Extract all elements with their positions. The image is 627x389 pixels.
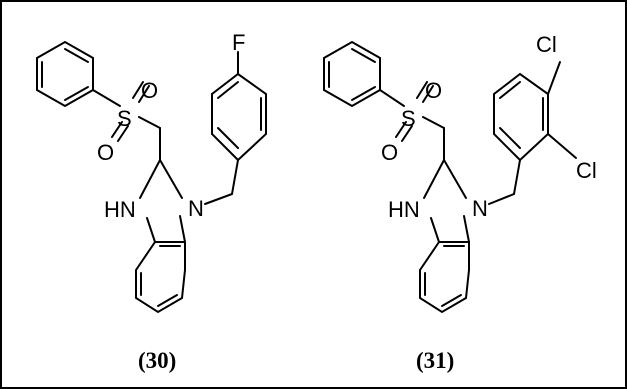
compound-31-benzyl-group — [488, 61, 577, 205]
compound-30-benzo-ring — [135, 241, 186, 314]
compound-30-n-label: N — [188, 196, 204, 221]
compound-30-sulfonyl-bonds — [111, 81, 161, 161]
compound-30-benzyl-group — [204, 51, 267, 205]
compound-30-sulfur: S — [117, 106, 132, 131]
compound-31-oxygen-top: O — [425, 78, 442, 103]
compound-31-chlorine-side: Cl — [576, 158, 597, 183]
compound-30-oxygen-bottom: O — [97, 140, 114, 165]
compound-30-nh-label: HN — [104, 197, 136, 222]
compound-31-caption: (31) — [416, 348, 454, 373]
compound-30-fluorine: F — [232, 30, 245, 55]
compound-31-oxygen-bottom: O — [381, 140, 398, 165]
compound-31-nh-label: HN — [388, 197, 420, 222]
compound-30-phenyl-ring — [36, 40, 121, 108]
compound-31-structure: O S O HN N Cl Cl (31) — [323, 32, 597, 373]
compound-30-structure: O S O HN N F (30) — [36, 30, 267, 373]
compound-31-sulfonyl-bonds — [395, 81, 445, 161]
compound-30-caption: (30) — [138, 348, 176, 373]
compound-30-oxygen-top: O — [141, 78, 158, 103]
compound-31-n-label: N — [472, 196, 488, 221]
compound-31-benzo-ring — [419, 241, 470, 314]
compound-31-chlorine-top: Cl — [536, 32, 557, 57]
compound-30-imidazole-ring — [139, 159, 186, 243]
compound-31-phenyl-ring — [323, 40, 405, 108]
compound-31-sulfur: S — [401, 106, 416, 131]
compound-31-imidazole-ring — [423, 159, 470, 243]
